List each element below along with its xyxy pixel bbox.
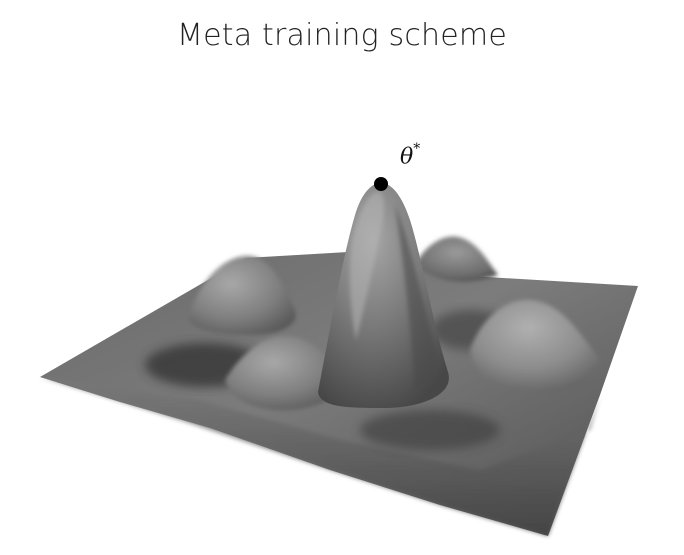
bump-front-center (225, 336, 345, 411)
peak-highlight (349, 192, 385, 340)
bump-back-left (188, 255, 296, 335)
surface-front-shade (40, 377, 600, 536)
peak-shadow (395, 205, 437, 390)
bump-right (470, 299, 600, 393)
figure-title: Meta training scheme (176, 18, 507, 53)
valley-shadow-center (360, 410, 500, 450)
bump-back-right (415, 236, 498, 282)
optimum-label: θ* (400, 141, 421, 170)
optimum-marker (374, 177, 388, 191)
